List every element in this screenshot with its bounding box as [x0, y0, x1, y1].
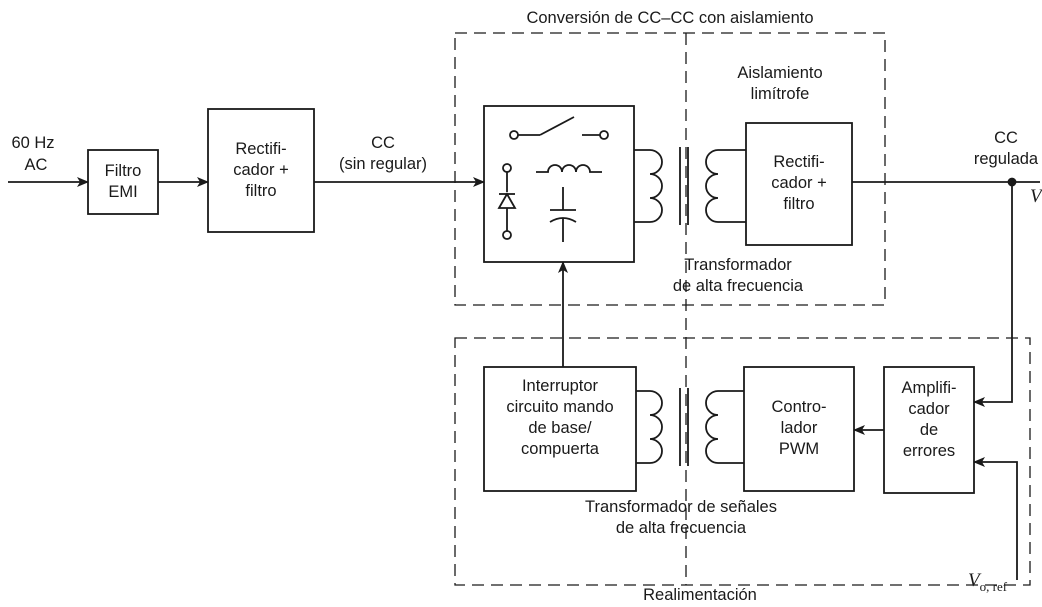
- hf-transformer-label: Transformador de alta frecuencia: [672, 256, 804, 295]
- cc-regulated-label: CC regulada: [973, 129, 1039, 168]
- feedback-label: Realimentación: [643, 586, 757, 604]
- rectifier-out-block: [745, 122, 853, 246]
- pwm-controller-label: Contro- lador PWM: [771, 398, 827, 458]
- vo-output-label: V: [1030, 186, 1042, 207]
- isolation-boundary-label: Aislamiento limítrofe: [737, 64, 823, 103]
- gate-drive-label: Interruptor circuito mando de base/ comp…: [506, 377, 614, 458]
- inductor-symbol: [536, 164, 602, 173]
- gate-drive-block: [483, 366, 637, 492]
- diode-symbol: [497, 163, 517, 240]
- isolated-conversion-title: Conversión de CC–CC con aislamiento: [526, 9, 814, 27]
- signal-transformer-symbol: [636, 388, 744, 466]
- power-transformer-symbol: [634, 147, 746, 225]
- switch-symbol: [509, 116, 609, 140]
- vref-label: Vo, ref: [968, 570, 1008, 594]
- input-frequency-label: 60 Hz: [11, 134, 55, 152]
- input-ac-label: AC: [24, 156, 48, 174]
- output-sense-arrow: [973, 182, 1013, 407]
- error-amplifier-label: Amplifi- cador de errores: [901, 379, 957, 460]
- rectifier-out-label: Rectifi- cador + filtro: [771, 153, 827, 213]
- rectifier-in-block: [207, 108, 315, 233]
- signal-transformer-label: Transformador de señales de alta frecuen…: [585, 498, 777, 537]
- vref-arrow: [973, 457, 1018, 580]
- cc-unregulated-label: CC (sin regular): [338, 134, 428, 173]
- emi-filter-label: Filtro EMI: [104, 162, 142, 201]
- rectifier-in-label: Rectifi- cador + filtro: [233, 140, 289, 200]
- feedback-box: [454, 337, 1031, 586]
- isolated-conversion-box: [454, 32, 886, 306]
- capacitor-symbol: [549, 187, 577, 242]
